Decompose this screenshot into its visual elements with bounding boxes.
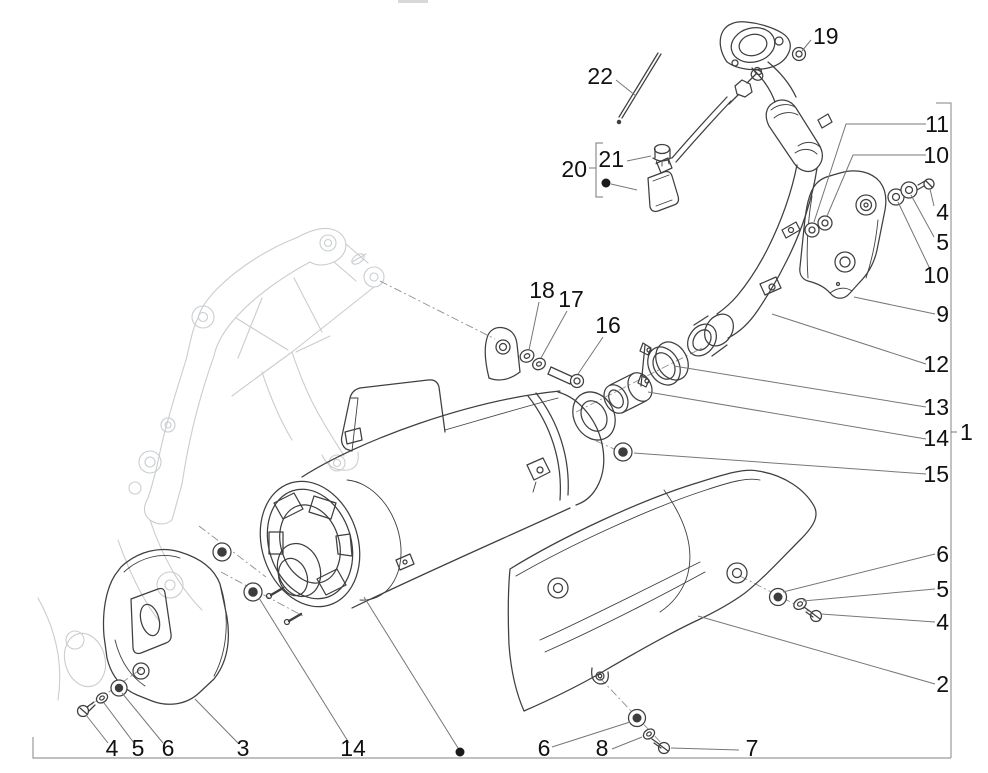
small-fasteners xyxy=(76,349,823,755)
callout-label-16: 16 xyxy=(595,312,621,338)
leader-line-7 xyxy=(670,747,740,751)
callout-label-4: 4 xyxy=(936,609,949,635)
callout-label-12: 12 xyxy=(923,351,949,377)
leader-line-6 xyxy=(782,553,936,593)
callout-label-17: 17 xyxy=(558,286,584,312)
grommet xyxy=(110,679,128,697)
header-pipe-and-catalyst xyxy=(687,21,833,357)
callout-label-2: 2 xyxy=(936,671,949,697)
leader-line-6 xyxy=(551,721,631,748)
leader-line-2 xyxy=(697,615,936,685)
callout-label-7: 7 xyxy=(746,735,759,761)
leader-line-10 xyxy=(897,201,931,270)
leader-line-4 xyxy=(929,188,935,207)
callout-label-4: 4 xyxy=(936,199,949,225)
assembly-dot-marker xyxy=(455,747,465,757)
pipe-clamp xyxy=(637,341,689,388)
lambda-sensor-assembly xyxy=(616,52,763,213)
grommet xyxy=(627,708,647,728)
callout-label-8: 8 xyxy=(596,735,609,761)
stylet-rod xyxy=(616,52,662,125)
callout-label-14: 14 xyxy=(923,425,949,451)
leader-line-16 xyxy=(577,336,604,375)
callout-label-5: 5 xyxy=(936,576,949,602)
sensor-connector xyxy=(647,170,680,213)
leader-line-8 xyxy=(611,736,643,750)
leader-line-5 xyxy=(910,194,935,238)
cable-clamp xyxy=(656,157,673,174)
top-artifact-bar xyxy=(398,0,428,3)
leader-line-4 xyxy=(85,714,109,744)
leader-line-9 xyxy=(853,296,936,315)
callout-label-11: 11 xyxy=(925,111,949,137)
sensor-hex xyxy=(734,79,753,98)
leader-line-17 xyxy=(540,310,568,359)
assembly-axis-lines xyxy=(80,280,813,749)
callout-label-4: 4 xyxy=(106,735,119,761)
leader-line-13 xyxy=(673,365,927,408)
leader-line-6 xyxy=(121,692,164,744)
callout-label-5: 5 xyxy=(936,229,949,255)
ghost-frame-bracket xyxy=(37,227,385,701)
callout-label-3: 3 xyxy=(237,735,250,761)
callout-label-21: 21 xyxy=(598,146,624,172)
diagram-border-lines xyxy=(32,102,952,759)
callout-label-18: 18 xyxy=(529,277,555,303)
leader-line-5 xyxy=(103,702,135,744)
leader-lines xyxy=(85,39,957,751)
protection-cap xyxy=(652,143,672,167)
callout-label-14: 14 xyxy=(340,735,366,761)
leader-line-11 xyxy=(813,123,926,223)
leader-line-10 xyxy=(826,154,926,217)
junction-gasket xyxy=(603,372,653,414)
muffler-end-face xyxy=(259,480,361,626)
assembly-dot-marker xyxy=(601,178,611,188)
callout-label-22: 22 xyxy=(587,63,613,89)
upper-heat-shield xyxy=(799,170,887,299)
callout-label-20: 20 xyxy=(561,156,587,182)
leader-line-15 xyxy=(633,452,927,475)
callout-label-10: 10 xyxy=(923,142,949,168)
leader-line-18 xyxy=(528,301,540,351)
grommet xyxy=(768,587,788,607)
callout-20-bracket xyxy=(595,142,603,198)
lower-heat-shield xyxy=(507,469,817,712)
leader-line-21 xyxy=(626,155,652,162)
callout-label-6: 6 xyxy=(162,735,175,761)
shield-washers-and-screw xyxy=(804,178,935,238)
leader-line-19 xyxy=(801,39,812,52)
leader-line-3 xyxy=(194,698,239,744)
callout-label-13: 13 xyxy=(923,394,949,420)
rubber-grommets xyxy=(110,442,788,728)
leader-line-14 xyxy=(647,391,927,440)
grommet xyxy=(212,542,232,562)
leader-line-22 xyxy=(615,79,637,97)
end-cover xyxy=(102,549,229,705)
assembly-markers xyxy=(363,178,638,757)
muffler-body xyxy=(301,326,616,609)
callout-label-15: 15 xyxy=(923,461,949,487)
callout-label-9: 9 xyxy=(936,301,949,327)
callout-label-5: 5 xyxy=(132,735,145,761)
callout-label-6: 6 xyxy=(538,735,551,761)
marker-leader xyxy=(363,596,459,749)
grommet xyxy=(613,442,633,462)
leader-line-12 xyxy=(771,313,927,365)
callout-label-10: 10 xyxy=(923,262,949,288)
callout-label-1: 1 xyxy=(960,419,973,445)
marker-leader xyxy=(610,183,638,191)
grommet xyxy=(243,582,263,602)
leader-line-5 xyxy=(802,588,936,602)
leader-line-4 xyxy=(820,613,936,623)
callout-label-19: 19 xyxy=(813,23,839,49)
callout-label-6: 6 xyxy=(936,541,949,567)
leader-line-14 xyxy=(258,597,350,744)
